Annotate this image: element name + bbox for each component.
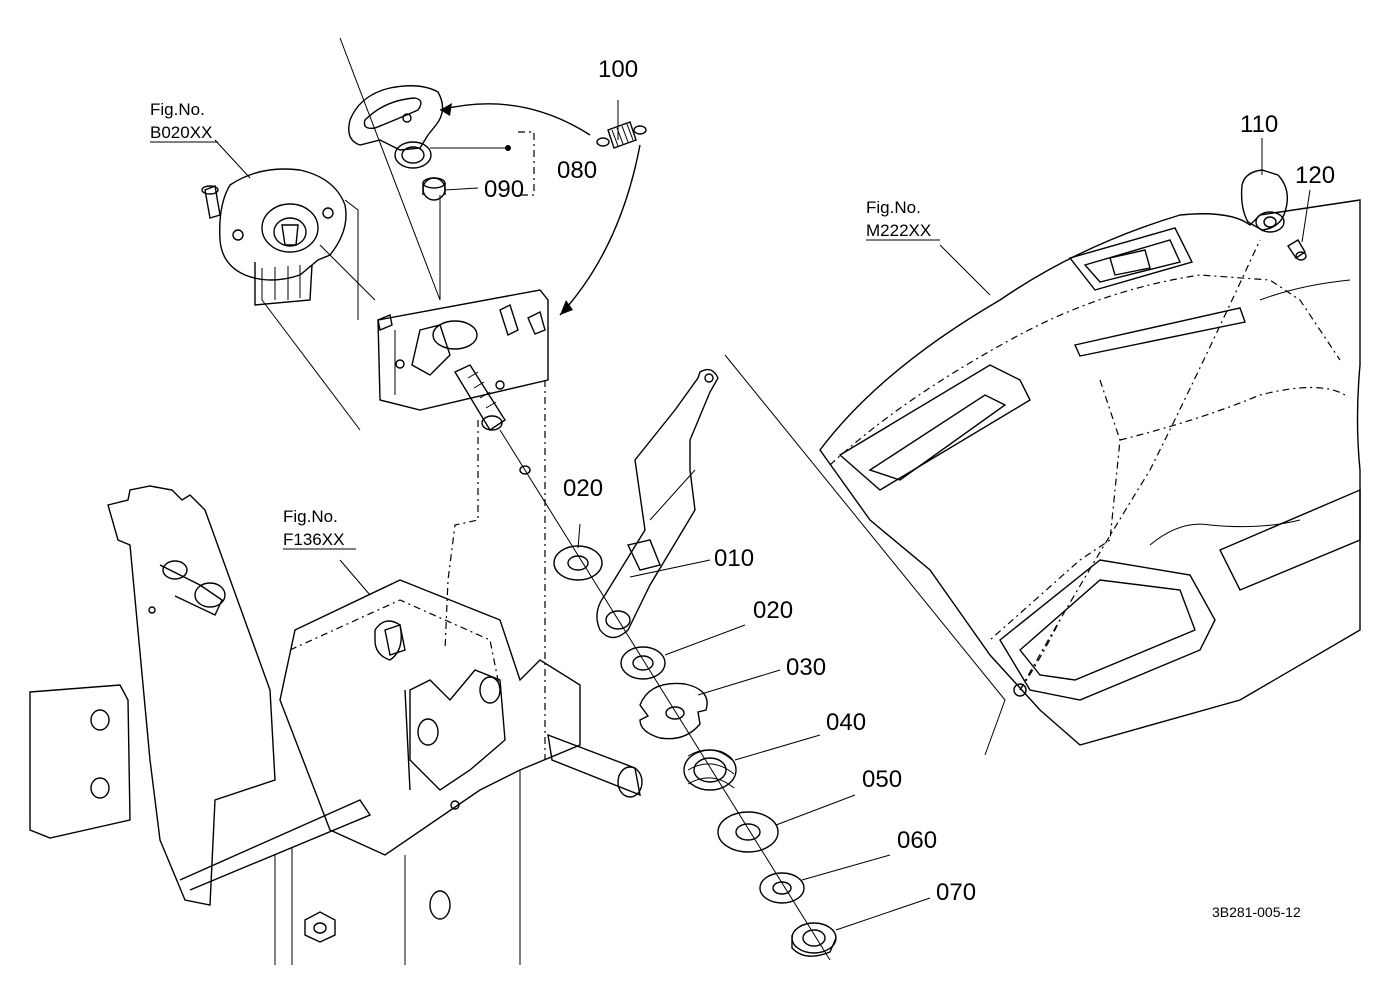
fig-ref-b020-label: Fig.No. [150,100,205,119]
nut-part-070 [791,922,837,957]
spring-part-040 [683,749,737,791]
fig-ref-m222-code: M222XX [866,221,931,240]
washer-part-020-b [620,646,666,680]
callout-090: 090 [484,176,524,203]
callout-050: 050 [862,766,902,793]
callout-110: 110 [1240,111,1278,138]
figure-reference-number: 3B281-005-12 [1212,904,1301,920]
callout-080: 080 [557,157,597,184]
callout-010: 010 [714,545,754,572]
lever-plate [348,85,446,201]
washer-part-050 [717,811,779,853]
fig-ref-f136-label: Fig.No. [283,507,338,526]
fig-ref-b020-code: B020XX [150,123,212,142]
frame-assembly [29,485,643,965]
callout-020-b: 020 [753,597,793,624]
threaded-shaft [453,364,506,431]
callout-060: 060 [897,827,937,854]
fig-ref-f136-code: F136XX [283,530,344,549]
sensor-assembly [201,168,347,306]
callout-030: 030 [786,654,826,681]
callout-120: 120 [1295,162,1335,189]
plate-part-030 [639,682,708,740]
lever-arm-part-010 [596,368,719,639]
washer-part-060 [759,872,805,904]
callout-100: 100 [598,56,638,83]
screw-part-120 [1287,189,1311,261]
spring-part-100 [596,121,647,149]
callout-070: 070 [936,879,976,906]
fig-ref-m222-label: Fig.No. [866,198,921,217]
console-housing [214,139,1361,756]
callout-020-a: 020 [563,475,603,502]
mount-bracket [377,289,549,411]
knob-part-110 [1240,138,1288,233]
callout-040: 040 [826,709,866,736]
washer-part-020-a [553,545,603,581]
